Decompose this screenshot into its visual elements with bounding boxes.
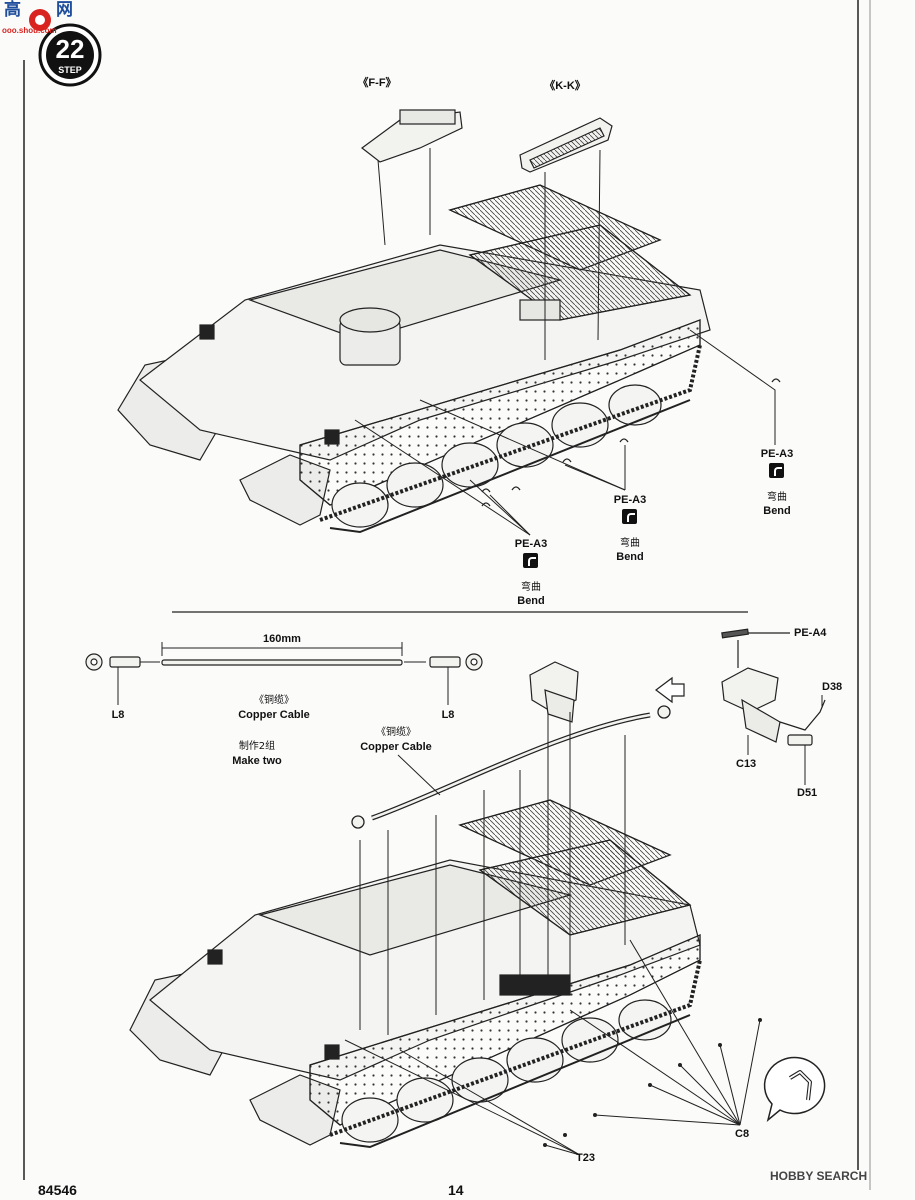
product-code: 84546 [38, 1182, 77, 1198]
direction-arrow-icon [655, 676, 685, 704]
brand-watermark: HOBBY SEARCH [770, 1169, 868, 1183]
label-d38: D38 [822, 681, 843, 693]
label-cable-cn-center: 《铜缆》 [376, 727, 416, 738]
label-bend-cn-middle: 弯曲 [620, 538, 640, 549]
part-kk [519, 117, 613, 173]
label-bend-en-left: Bend [517, 595, 545, 607]
bottom-leaders [344, 712, 761, 1156]
bracket-part [529, 661, 579, 723]
label-bend-en-middle: Bend [616, 551, 644, 563]
step-number: 22 [55, 34, 85, 64]
label-cable-en-center: Copper Cable [360, 741, 432, 753]
label-d51: D51 [797, 787, 818, 799]
bend-icon [622, 509, 637, 524]
label-cable-cn-left: 《铜缆》 [254, 695, 294, 706]
label-ff: 《F-F》 [357, 77, 397, 89]
label-pe-a4: PE-A4 [794, 627, 827, 639]
label-bend-cn-right: 弯曲 [767, 492, 787, 503]
label-pe-a3-right: PE-A3 [760, 448, 794, 460]
detail-assembly [721, 628, 826, 785]
label-pe-a3-left: PE-A3 [514, 538, 548, 550]
copper-cable-installed [351, 705, 671, 829]
page-number: 14 [448, 1182, 464, 1198]
part-ff [361, 109, 463, 163]
label-c13: C13 [736, 758, 757, 770]
pe-a3-clips [481, 378, 781, 507]
label-dimension: 160mm [263, 633, 301, 645]
c8-pins [543, 1018, 762, 1147]
bottom-vehicle [129, 799, 702, 1149]
top-leaders [354, 148, 776, 536]
label-l8-right: L8 [441, 709, 455, 721]
top-vehicle [117, 184, 711, 534]
label-cable-en-left: Copper Cable [238, 709, 310, 721]
watermark-site: ooo.shou.com [2, 26, 57, 35]
logo-glyph-left: 高 [4, 0, 21, 20]
label-make-two-cn: 制作2组 [238, 741, 276, 752]
label-make-two-en: Make two [232, 755, 282, 767]
site-logo [29, 9, 51, 31]
copper-cable-diagram [85, 642, 483, 705]
logo-glyph-right: 网 [56, 0, 73, 20]
bend-icon [769, 463, 784, 478]
label-kk: 《K-K》 [544, 80, 586, 92]
label-pe-a3-middle: PE-A3 [613, 494, 647, 506]
detail-bubble [763, 1056, 826, 1123]
label-l8-left: L8 [111, 709, 125, 721]
label-bend-en-right: Bend [763, 505, 791, 517]
step-badge [38, 23, 102, 87]
label-t23: T23 [576, 1152, 595, 1164]
label-bend-cn-left: 弯曲 [521, 582, 541, 593]
step-label: STEP [58, 65, 82, 75]
label-c8: C8 [735, 1128, 750, 1140]
bend-icon [523, 553, 538, 568]
